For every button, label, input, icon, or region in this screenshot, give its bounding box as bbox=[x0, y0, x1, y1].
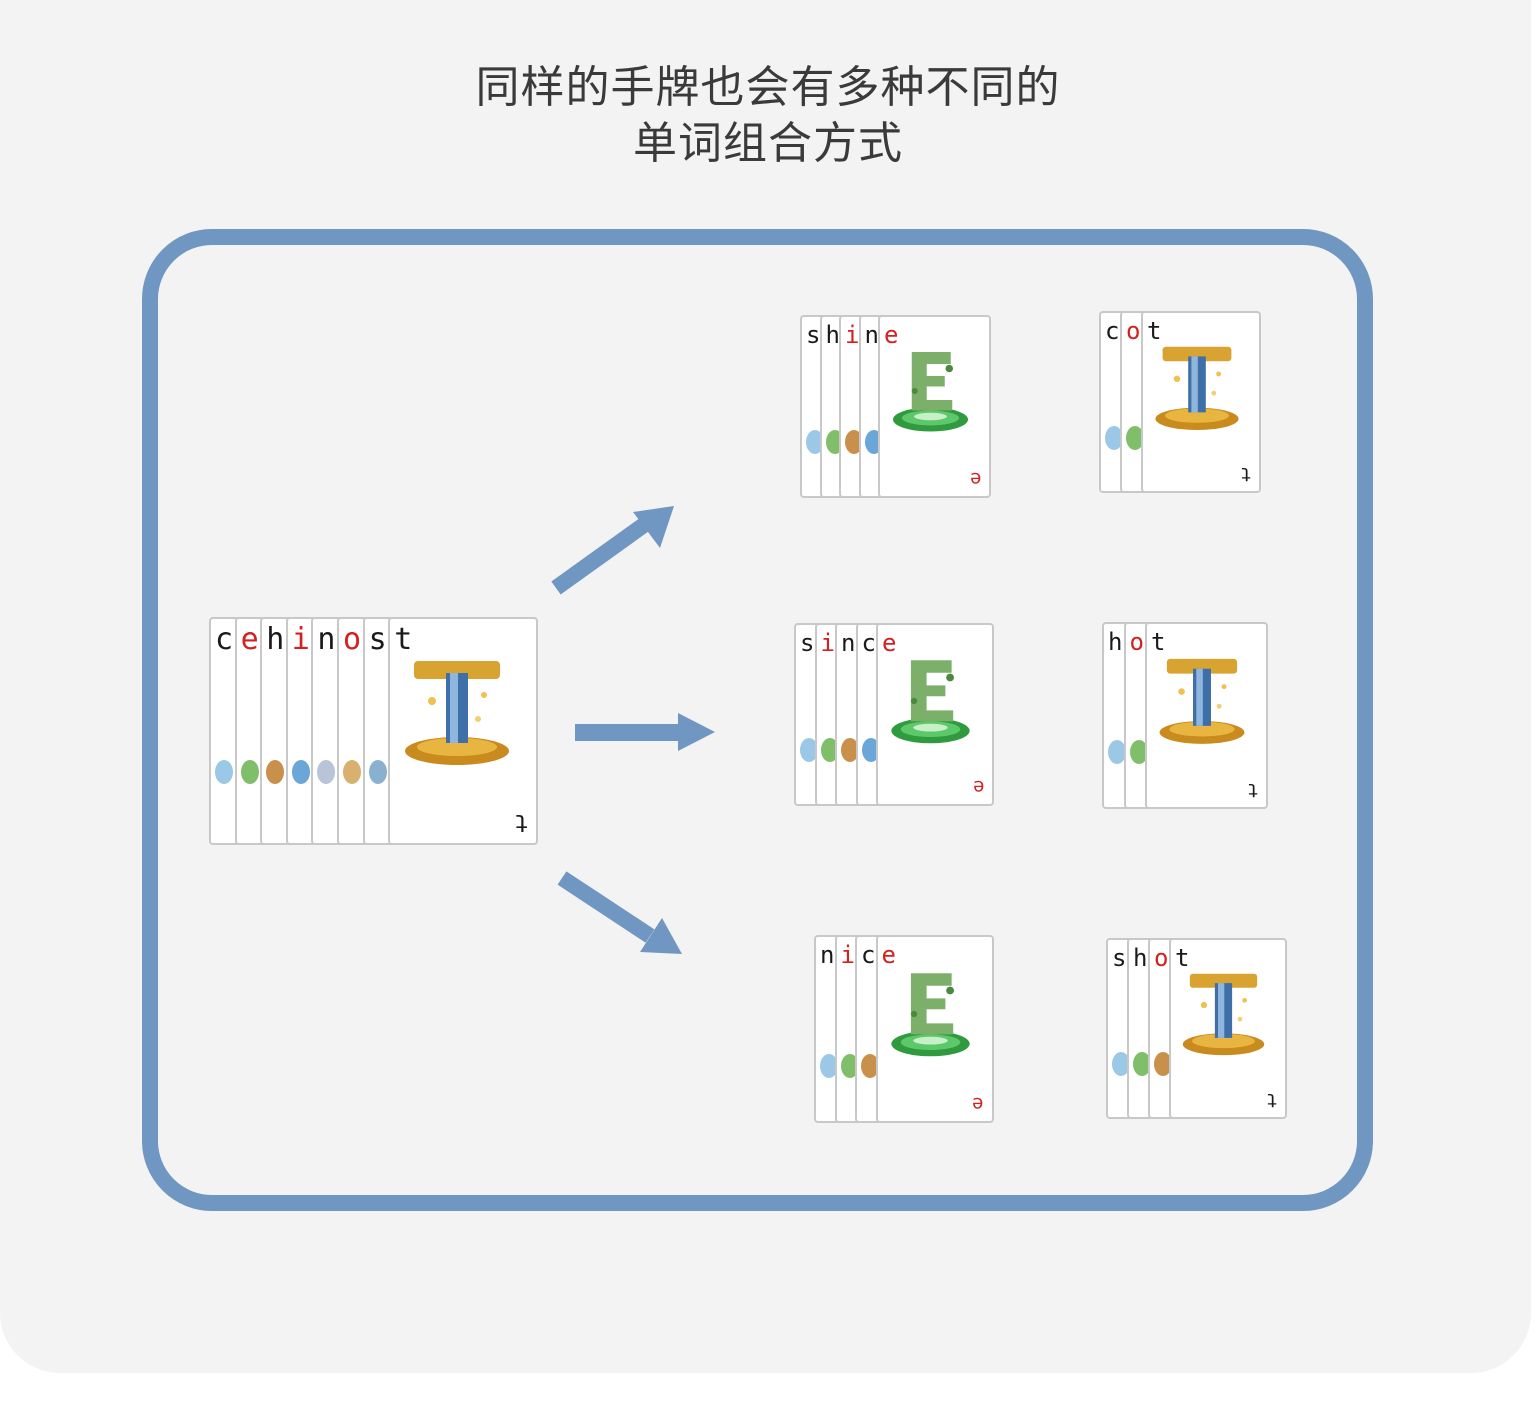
card-letter: o bbox=[1154, 944, 1169, 972]
card-letter: n bbox=[820, 941, 835, 969]
card-art-fragment bbox=[1129, 740, 1148, 764]
card-letter: t bbox=[394, 622, 413, 657]
card-letter: n bbox=[841, 629, 856, 657]
card-letter: h bbox=[825, 321, 840, 349]
card-letter-inverted: t bbox=[1246, 779, 1258, 801]
title-line-1: 同样的手牌也会有多种不同的 bbox=[475, 62, 1061, 113]
card-art-fragment bbox=[1112, 1052, 1130, 1076]
card-art-fragment bbox=[1154, 1052, 1172, 1076]
card-art-fragment bbox=[841, 738, 859, 762]
card-letter: c bbox=[861, 629, 876, 657]
card-art-fragment bbox=[1108, 740, 1126, 764]
card-letter: h bbox=[1133, 944, 1148, 972]
card-letter-inverted: e bbox=[972, 776, 984, 798]
golden-letter-t-art bbox=[1157, 654, 1247, 756]
green-letter-e-art bbox=[887, 967, 974, 1065]
card-letter: n bbox=[864, 321, 879, 349]
green-letter-e-art bbox=[887, 654, 974, 752]
golden-letter-t-art bbox=[402, 655, 512, 779]
card-letter: i bbox=[840, 941, 855, 969]
card-letter: e bbox=[884, 321, 899, 349]
card-art-fragment bbox=[343, 760, 361, 784]
card-art-fragment bbox=[820, 738, 839, 762]
card-letter: c bbox=[1105, 317, 1120, 345]
card-art-fragment bbox=[215, 760, 233, 784]
card-letter: o bbox=[1129, 628, 1144, 656]
card-letter: t bbox=[1151, 628, 1166, 656]
card-letter: s bbox=[368, 622, 387, 657]
card-letter-inverted: t bbox=[1265, 1089, 1277, 1111]
card-letter: s bbox=[800, 629, 815, 657]
card-letter: e bbox=[240, 622, 259, 657]
card-letter: c bbox=[215, 622, 234, 657]
arrow-right-icon bbox=[575, 713, 715, 751]
card-letter: e bbox=[881, 941, 896, 969]
card-letter: i bbox=[820, 629, 835, 657]
card-letter: s bbox=[806, 321, 821, 349]
card-letter: o bbox=[343, 622, 362, 657]
card-letter: o bbox=[1126, 317, 1141, 345]
card-letter-inverted: t bbox=[513, 809, 529, 837]
golden-letter-t-art bbox=[1153, 342, 1241, 442]
card-art-fragment bbox=[240, 760, 259, 784]
card-art-fragment bbox=[800, 738, 818, 762]
card-art-fragment bbox=[317, 760, 336, 784]
card-art-fragment bbox=[861, 1054, 879, 1078]
card-letter-inverted: e bbox=[972, 1093, 984, 1115]
card-art-fragment bbox=[840, 1054, 859, 1078]
card-letter-inverted: t bbox=[1239, 463, 1251, 485]
card-art-fragment bbox=[368, 760, 387, 784]
card-letter: c bbox=[861, 941, 876, 969]
card-letter: h bbox=[1108, 628, 1123, 656]
card-letter: n bbox=[317, 622, 336, 657]
card-art-fragment bbox=[1105, 426, 1123, 450]
card-letter: t bbox=[1175, 944, 1190, 972]
card-letter: t bbox=[1147, 317, 1162, 345]
card-letter: e bbox=[882, 629, 897, 657]
card-art-fragment bbox=[861, 738, 880, 762]
page-title: 同样的手牌也会有多种不同的 单词组合方式 bbox=[0, 60, 1536, 172]
card-letter: i bbox=[291, 622, 310, 657]
card-art-fragment bbox=[266, 760, 285, 784]
card-letter-inverted: e bbox=[969, 468, 981, 490]
card-letter: h bbox=[266, 622, 285, 657]
card-art-fragment bbox=[1133, 1052, 1151, 1076]
arrow-down-right-icon bbox=[557, 871, 682, 954]
green-letter-e-art bbox=[889, 346, 972, 440]
card-art-fragment bbox=[820, 1054, 838, 1078]
card-art-fragment bbox=[291, 760, 310, 784]
title-line-2: 单词组合方式 bbox=[633, 118, 903, 169]
golden-letter-t-art bbox=[1180, 969, 1267, 1067]
card-art-fragment bbox=[1126, 426, 1144, 450]
arrow-up-right-icon bbox=[551, 506, 674, 595]
card-letter: i bbox=[845, 321, 860, 349]
card-letter: s bbox=[1112, 944, 1127, 972]
